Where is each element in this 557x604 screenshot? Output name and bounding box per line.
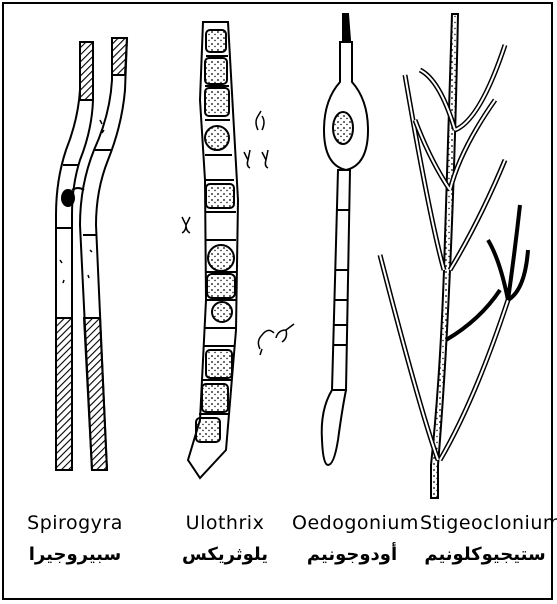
oedogonium-drawing: [322, 14, 368, 465]
label-oedogonium-latin: Oedogonium: [292, 512, 412, 534]
label-spirogyra-arabic: سبيروجيرا: [20, 544, 130, 565]
label-ulothrix-latin: Ulothrix: [170, 512, 280, 534]
label-spirogyra-latin: Spirogyra: [20, 512, 130, 534]
label-oedogonium-arabic: أودوجونيم: [292, 544, 412, 565]
label-stigeoclonium-arabic: ستيجيوكلونيم: [420, 544, 550, 565]
stigeoclonium-drawing: [380, 14, 528, 498]
label-stigeoclonium-latin: Stigeoclonium: [420, 512, 550, 534]
label-ulothrix-arabic: يلوثريكس: [170, 544, 280, 565]
ulothrix-drawing: [182, 22, 294, 478]
spirogyra-drawing: [56, 38, 127, 470]
